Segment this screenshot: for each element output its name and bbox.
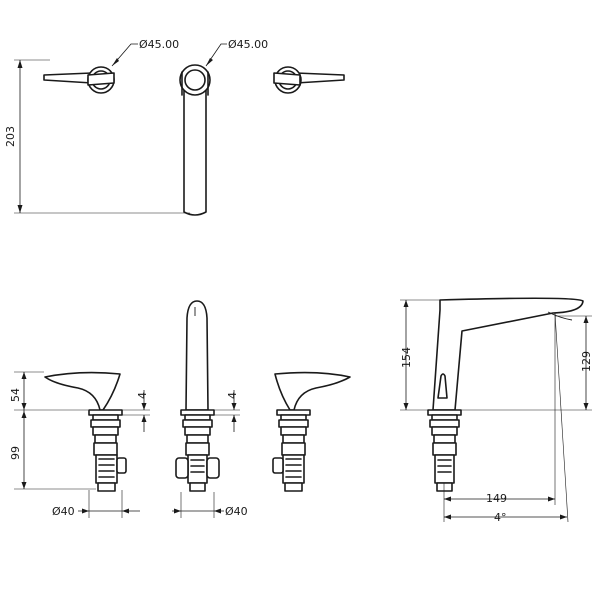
side-view: 154 129 149 4° bbox=[400, 297, 593, 524]
side-spout bbox=[427, 297, 584, 492]
plan-dia-right-dimension: Ø45.00 bbox=[205, 38, 268, 67]
spout-outlet-height-label: 129 bbox=[580, 351, 593, 372]
plan-height-dimension: 203 bbox=[4, 59, 190, 214]
flange-mid-label: 4 bbox=[226, 392, 239, 399]
base-dia-left-label: Ø40 bbox=[52, 505, 75, 518]
plan-height-label: 203 bbox=[4, 126, 17, 147]
spout-reach-label: 149 bbox=[486, 492, 507, 505]
handle-height-label: 54 bbox=[9, 388, 22, 402]
plan-view: Ø45.00 Ø45.00 203 bbox=[4, 38, 345, 216]
plan-spout bbox=[179, 64, 211, 216]
spout-height-label: 154 bbox=[400, 347, 413, 368]
base-dia-mid-label: Ø40 bbox=[225, 505, 248, 518]
front-right-valve bbox=[272, 371, 351, 492]
front-view: 54 99 4 4 bbox=[9, 300, 351, 518]
plan-dia-left-dimension: Ø45.00 bbox=[111, 38, 179, 67]
plan-left-handle bbox=[43, 66, 115, 94]
spout-angle-label: 4° bbox=[494, 511, 507, 524]
front-left-valve bbox=[44, 371, 127, 492]
flange-dimension-mid: 4 bbox=[214, 390, 240, 432]
plan-dia-left-label: Ø45.00 bbox=[139, 38, 179, 51]
front-height-dimensions: 54 99 bbox=[9, 371, 96, 490]
side-reach-dimensions: 149 4° bbox=[443, 312, 569, 524]
side-height-dimensions: 154 129 bbox=[400, 299, 593, 411]
flange-dimension-left: 4 bbox=[122, 390, 150, 432]
base-dia-dimension-left: Ø40 bbox=[52, 490, 140, 518]
front-spout bbox=[175, 300, 220, 492]
body-height-label: 99 bbox=[9, 446, 22, 460]
plan-right-handle bbox=[273, 66, 345, 94]
base-dia-dimension-mid: Ø40 bbox=[172, 492, 248, 518]
plan-dia-right-label: Ø45.00 bbox=[228, 38, 268, 51]
flange-left-label: 4 bbox=[136, 392, 149, 399]
